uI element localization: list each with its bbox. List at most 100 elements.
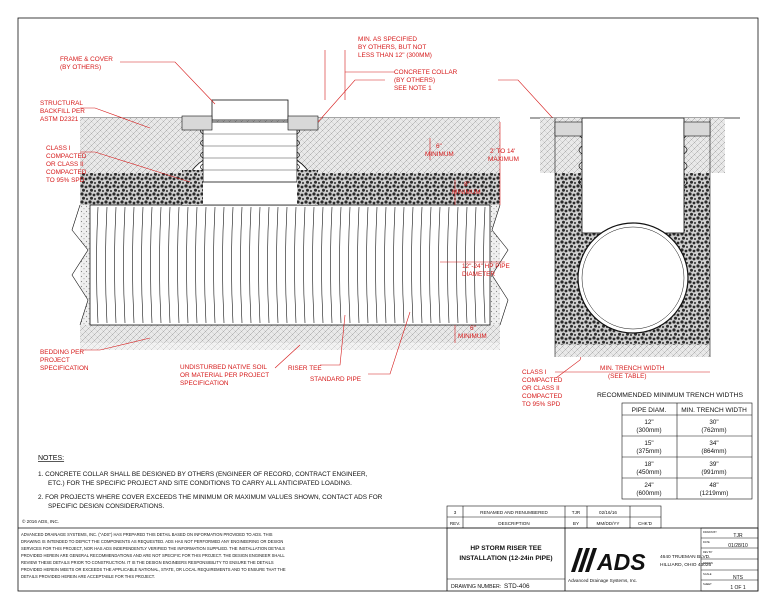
callout-riser-tee: RISER TEE	[288, 365, 322, 372]
callout-concrete-collar: CONCRETE COLLAR(BY OTHERS)SEE NOTE 1	[394, 69, 458, 92]
svg-text:DETAILS PROVIDED HEREIN ARE AC: DETAILS PROVIDED HEREIN ARE ACCEPTABLE F…	[21, 574, 155, 579]
field-label: SHEET	[703, 582, 712, 586]
pipe-corrugation	[411, 206, 414, 324]
notes-heading: NOTES:	[38, 455, 64, 462]
ads-logo: ADS Advanced Drainage Systems, Inc.	[568, 548, 646, 583]
table-cell: 18"	[644, 461, 653, 468]
sheet-border	[17, 17, 759, 592]
svg-text:ADVANCED DRAINAGE SYSTEMS, INC: ADVANCED DRAINAGE SYSTEMS, INC. ("ADS") …	[21, 532, 273, 537]
copyright: © 2016 ADS, INC.	[22, 518, 59, 524]
pipe-corrugation	[240, 206, 243, 324]
frame-cover	[211, 99, 289, 121]
pipe-corrugation	[105, 206, 108, 324]
callout-min-6-bottom: 6"MINIMUM	[458, 325, 487, 340]
table-cell: (600mm)	[636, 490, 661, 497]
drawing-number: STD-406	[504, 583, 530, 590]
rev-header: DESCRIPTION	[498, 521, 529, 526]
table-cell: (762mm)	[701, 427, 726, 434]
riser	[200, 121, 300, 183]
callout-min-6-top: 6"MINIMUM	[425, 143, 454, 158]
pipe-corrugation	[447, 206, 450, 324]
callout-trench-width: MIN. TRENCH WIDTH(SEE TABLE)	[600, 365, 665, 380]
section-view	[530, 117, 740, 373]
pipe-corrugation	[438, 206, 441, 324]
table-header-pipe-diam: PIPE DIAM.	[632, 407, 667, 414]
pipe-corrugation	[294, 206, 297, 324]
rev-header: REV.	[450, 521, 460, 526]
field-value: TJR	[733, 533, 743, 539]
pipe-corrugation	[312, 206, 315, 324]
company-address: 4640 TRUEMAN BLVD.HILLIARD, OHIO 43026	[660, 554, 712, 568]
bedding	[80, 325, 500, 343]
pipe-corrugation	[429, 206, 432, 324]
pipe-corrugation	[339, 206, 342, 324]
svg-text:REVIEW THESE DETAILS PRIOR TO: REVIEW THESE DETAILS PRIOR TO CONSTRUCTI…	[21, 560, 274, 565]
rev-number: 3	[454, 510, 457, 515]
pipe-corrugation	[96, 206, 99, 324]
field-value: 1 OF 1	[730, 585, 746, 591]
pipe-corrugation	[303, 206, 306, 324]
field-label: DRAWN BY	[703, 530, 717, 534]
pipe-corrugation	[141, 206, 144, 324]
pipe-corrugation	[168, 206, 171, 324]
pipe-corrugation	[177, 206, 180, 324]
svg-text:ADS: ADS	[596, 549, 646, 575]
table-header-trench-width: MIN. TRENCH WIDTH	[681, 407, 747, 414]
title-block: © 2016 ADS, INC. ADVANCED DRAINAGE SYSTE…	[18, 505, 759, 592]
pipe-corrugation	[384, 206, 387, 324]
pipe-corrugation	[222, 206, 225, 324]
elevation-view	[71, 99, 509, 350]
pipe-corrugation	[150, 206, 153, 324]
table-cell: (450mm)	[636, 469, 661, 476]
table-cell: 12"	[644, 419, 653, 426]
standard-pipe	[89, 204, 491, 326]
pipe-corrugation	[420, 206, 423, 324]
pipe-corrugation	[321, 206, 324, 324]
callouts: FRAME & COVER(BY OTHERS) MIN. AS SPECIFI…	[40, 36, 665, 408]
notes: NOTES: 1. CONCRETE COLLAR SHALL BE DESIG…	[38, 455, 383, 510]
trench-width-table: RECOMMENDED MINIMUM TRENCH WIDTHS PIPE D…	[597, 392, 753, 500]
table-cell: (991mm)	[701, 469, 726, 476]
field-label: REV BY	[703, 550, 713, 554]
field-value: NTS	[733, 575, 744, 581]
pipe-corrugation	[204, 206, 207, 324]
concrete-collar-right	[287, 115, 319, 131]
svg-text:DRAWING IS INTENDED TO DEPICT: DRAWING IS INTENDED TO DEPICT THE COMPON…	[21, 539, 283, 544]
pipe-corrugation	[465, 206, 468, 324]
table-cell: (1219mm)	[700, 490, 729, 497]
rev-header: CHK'D	[638, 521, 653, 526]
disclaimer: ADVANCED DRAINAGE SYSTEMS, INC. ("ADS") …	[21, 532, 286, 579]
pipe-corrugation	[375, 206, 378, 324]
table-cell: 39"	[709, 461, 718, 468]
pipe-corrugation	[195, 206, 198, 324]
drawing-number-label: DRAWING NUMBER:	[451, 584, 501, 590]
pipe-corrugation	[258, 206, 261, 324]
pipe-corrugation	[213, 206, 216, 324]
callout-min-8: 8"MINIMUM	[452, 181, 481, 196]
pipe-corrugation	[483, 206, 486, 324]
pipe-corrugation	[249, 206, 252, 324]
pipe-corrugation	[276, 206, 279, 324]
pipe-corrugation	[285, 206, 288, 324]
table-cell: (375mm)	[636, 448, 661, 455]
pipe-corrugation	[123, 206, 126, 324]
field-label: DRAWN	[703, 561, 713, 565]
callout-range: 2' TO 14'MAXIMUM	[488, 148, 519, 163]
callout-frame-cover: FRAME & COVER(BY OTHERS)	[60, 56, 113, 71]
field-value: 01/28/10	[728, 543, 748, 549]
table-cell: 34"	[709, 440, 718, 447]
pipe-corrugation	[132, 206, 135, 324]
pipe-corrugation	[231, 206, 234, 324]
section-riser	[581, 117, 685, 234]
rev-header: MM/DD/YY	[597, 521, 620, 526]
pipe-corrugation	[159, 206, 162, 324]
table-cell: 48"	[709, 482, 718, 489]
concrete-collar-left	[181, 115, 213, 131]
pipe-corrugation	[186, 206, 189, 324]
